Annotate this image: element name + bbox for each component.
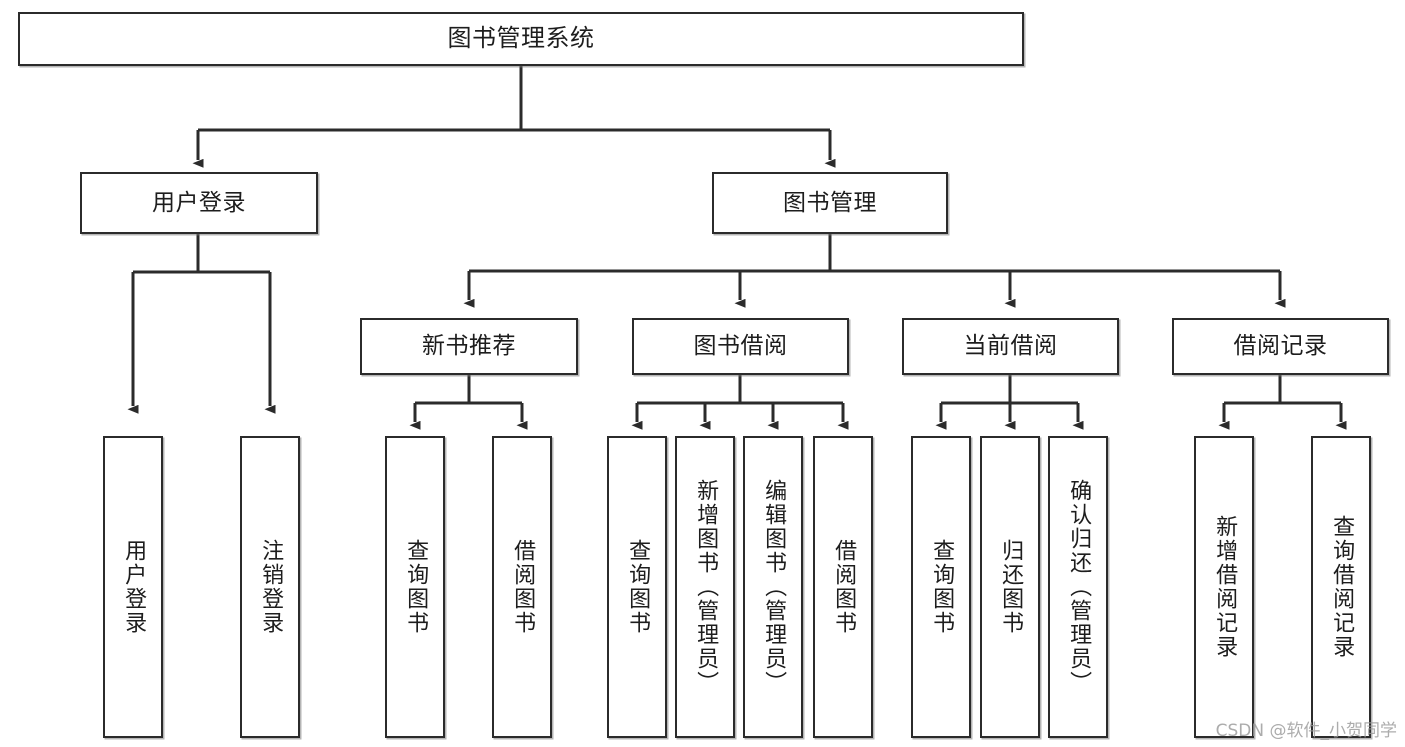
node-label: 借阅图书 [831, 539, 857, 635]
node-label: 查询借阅记录 [1329, 515, 1355, 659]
leaf-add-book-admin[interactable]: 新增图书（管理员） [675, 436, 735, 738]
node-label: 图书管理 [783, 189, 877, 216]
node-new-book-recommend[interactable]: 新书推荐 [360, 318, 578, 375]
node-label: 图书借阅 [693, 333, 788, 360]
leaf-query-book-borrow[interactable]: 查询图书 [607, 436, 667, 738]
node-borrow-record[interactable]: 借阅记录 [1172, 318, 1389, 375]
node-current-borrow[interactable]: 当前借阅 [902, 318, 1119, 375]
node-user-login[interactable]: 用户登录 [80, 172, 318, 234]
leaf-add-borrow-record[interactable]: 新增借阅记录 [1194, 436, 1254, 738]
node-label: 编辑图书（管理员） [761, 479, 787, 695]
node-book-borrow[interactable]: 图书借阅 [632, 318, 849, 375]
leaf-borrow-book[interactable]: 借阅图书 [813, 436, 873, 738]
node-label: 用户登录 [121, 539, 147, 635]
node-label: 新书推荐 [422, 333, 516, 360]
node-label: 用户登录 [152, 189, 246, 216]
node-label: 借阅记录 [1233, 333, 1328, 360]
leaf-confirm-return-admin[interactable]: 确认归还（管理员） [1048, 436, 1108, 738]
node-label: 当前借阅 [963, 333, 1058, 360]
leaf-query-book-current[interactable]: 查询图书 [911, 436, 971, 738]
node-label: 借阅图书 [510, 539, 536, 635]
leaf-user-logout[interactable]: 注销登录 [240, 436, 300, 738]
watermark: CSDN @软件_小贺同学 [1215, 721, 1397, 741]
node-label: 归还图书 [998, 539, 1024, 635]
node-label: 查询图书 [929, 539, 955, 635]
node-label: 图书管理系统 [447, 24, 595, 53]
leaf-edit-book-admin[interactable]: 编辑图书（管理员） [743, 436, 803, 738]
leaf-query-borrow-record[interactable]: 查询借阅记录 [1311, 436, 1371, 738]
leaf-return-book[interactable]: 归还图书 [980, 436, 1040, 738]
node-label: 新增借阅记录 [1212, 515, 1238, 659]
node-label: 注销登录 [258, 539, 284, 635]
leaf-user-login[interactable]: 用户登录 [103, 436, 163, 738]
node-label: 确认归还（管理员） [1066, 479, 1092, 695]
node-label: 查询图书 [625, 539, 651, 635]
node-book-management[interactable]: 图书管理 [712, 172, 948, 234]
node-label: 查询图书 [403, 539, 429, 635]
leaf-query-book-recommend[interactable]: 查询图书 [385, 436, 445, 738]
leaf-borrow-book-recommend[interactable]: 借阅图书 [492, 436, 552, 738]
node-root-book-management-system[interactable]: 图书管理系统 [18, 12, 1024, 66]
node-label: 新增图书（管理员） [693, 479, 719, 695]
